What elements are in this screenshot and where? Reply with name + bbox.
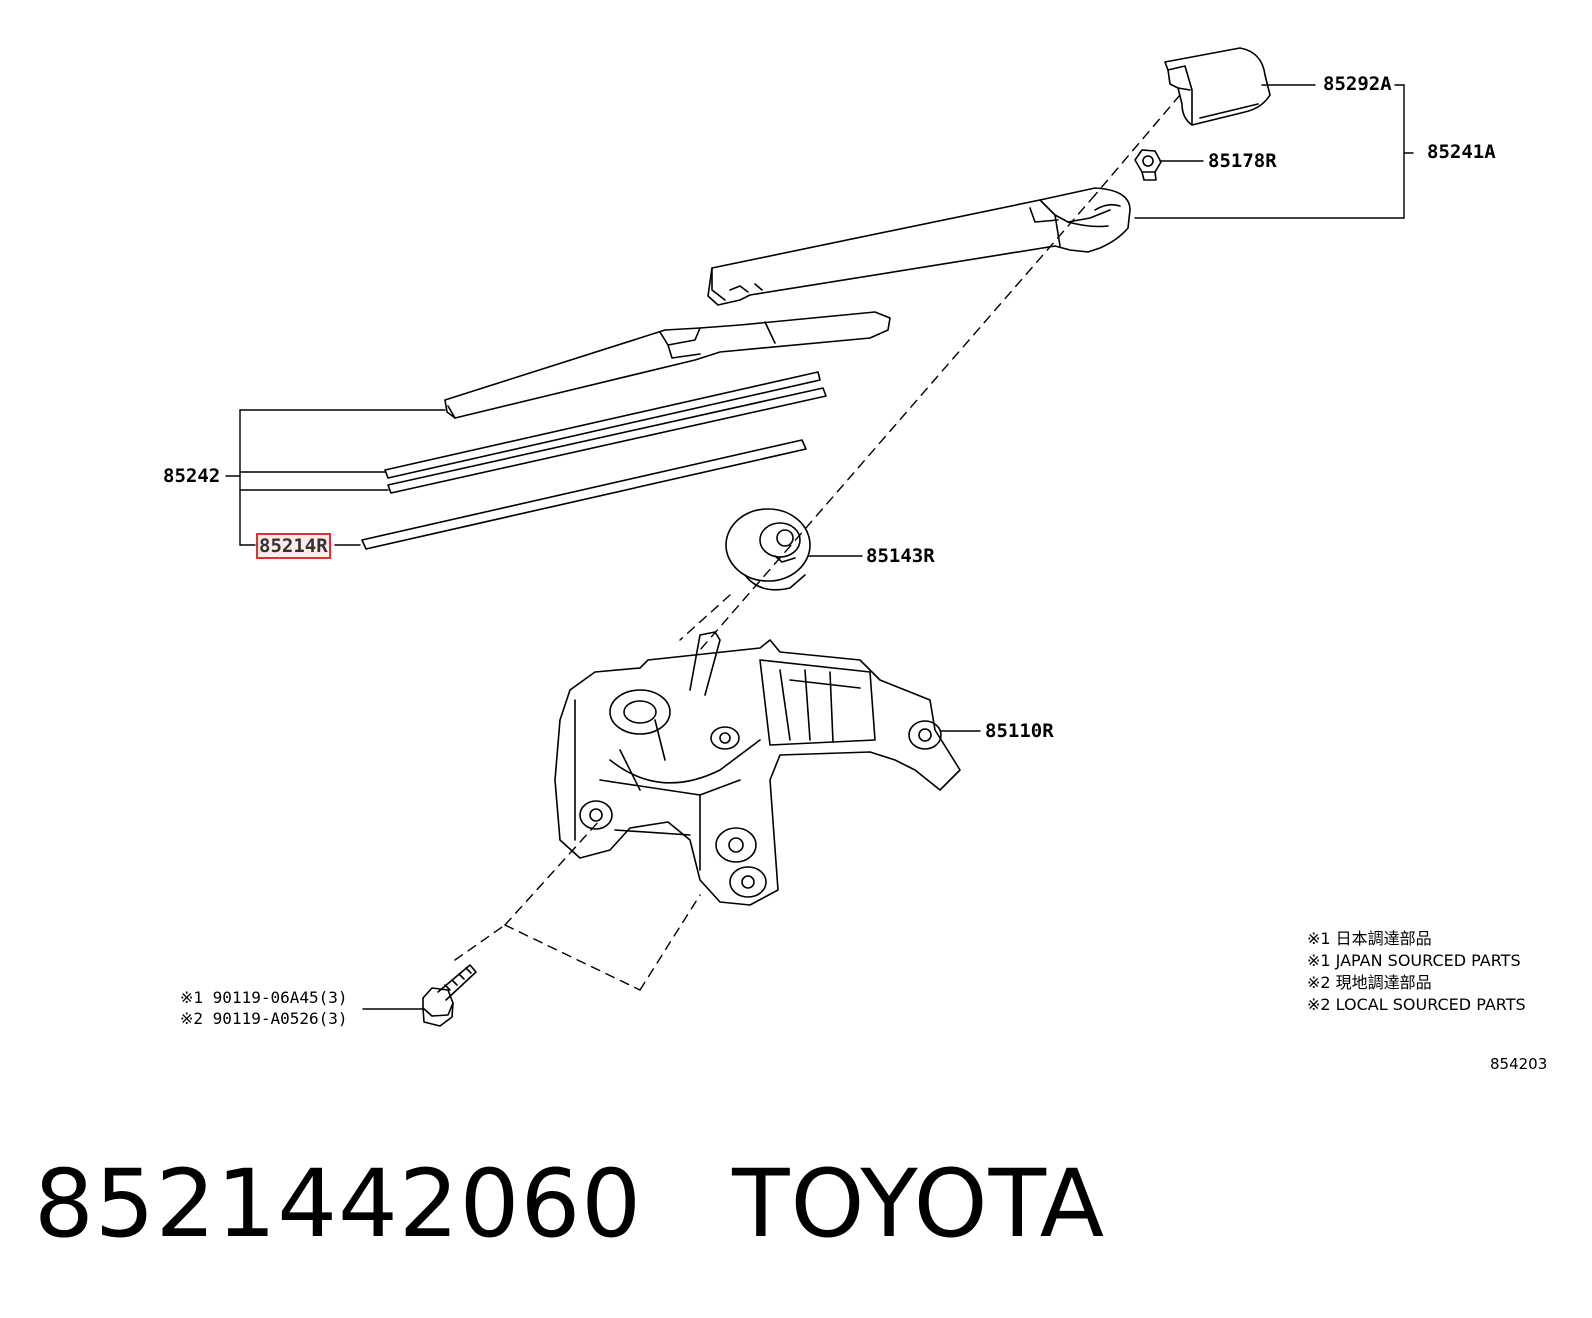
wiper-arm-cover-drawing (1164, 47, 1271, 126)
label-85110R[interactable]: 85110R (985, 720, 1054, 742)
bolt-drawing (422, 964, 477, 1027)
legend-line-2: ※1 JAPAN SOURCED PARTS (1307, 951, 1521, 970)
label-bolt-local[interactable]: ※2 90119-A0526(3) (180, 1009, 348, 1028)
legend-line-1: ※1 日本調達部品 (1307, 929, 1432, 948)
parts-diagram (225, 47, 1414, 1027)
wiper-blade-drawing (361, 311, 891, 550)
footer-brand: TOYOTA (732, 1150, 1106, 1259)
footer-part-number: 8521442060 (34, 1150, 643, 1259)
assembly-axis-lines (454, 94, 1181, 991)
wiper-arm-drawing (707, 187, 1131, 306)
label-bolt-japan[interactable]: ※1 90119-06A45(3) (180, 988, 348, 1007)
wiper-motor-drawing (554, 631, 961, 906)
illustration-code: 854203 (1490, 1055, 1548, 1073)
footer-caption: 8521442060 TOYOTA (34, 1150, 1105, 1259)
pivot-cap-drawing (725, 508, 811, 591)
label-85242[interactable]: 85242 (163, 465, 221, 487)
label-85292A[interactable]: 85292A (1323, 73, 1392, 95)
legend-line-3: ※2 現地調達部品 (1307, 973, 1432, 992)
label-85143R[interactable]: 85143R (866, 545, 935, 567)
legend-line-4: ※2 LOCAL SOURCED PARTS (1307, 995, 1526, 1014)
leader-lines (225, 84, 1414, 1010)
label-85241A[interactable]: 85241A (1427, 141, 1496, 163)
sourcing-legend: ※1 日本調達部品 ※1 JAPAN SOURCED PARTS ※2 現地調達… (1307, 928, 1526, 1016)
label-85178R[interactable]: 85178R (1208, 150, 1277, 172)
nut-drawing (1134, 149, 1162, 181)
label-85214R-highlighted[interactable]: 85214R (256, 533, 331, 559)
